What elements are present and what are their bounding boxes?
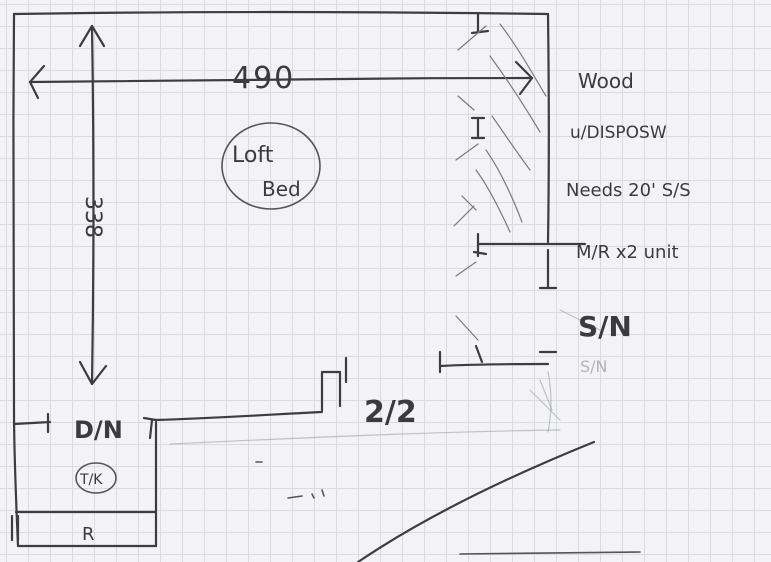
swing-5 xyxy=(455,315,479,341)
bottom-box-label: R xyxy=(82,524,95,545)
note-mr: M/R x2 unit xyxy=(576,242,679,263)
hatch-a xyxy=(499,23,547,97)
tk-circle xyxy=(75,462,117,494)
hatch-b xyxy=(489,55,541,133)
hatch-d xyxy=(485,149,523,223)
swing-3 xyxy=(453,205,475,227)
faint-line-4 xyxy=(559,309,601,331)
note-needs: Needs 20' S/S xyxy=(566,180,691,201)
lower-room-top-left xyxy=(12,412,52,434)
faint-line-2 xyxy=(547,371,552,433)
right-wall xyxy=(546,12,550,244)
width-arrow-left xyxy=(28,64,46,100)
smudge-mark xyxy=(287,489,325,499)
lower-room-top-right xyxy=(142,416,158,440)
height-arrow-bottom xyxy=(78,360,108,386)
door-dn-label: D/N xyxy=(74,416,123,444)
sn-label: S/N xyxy=(578,310,632,343)
width-label: 490 xyxy=(232,61,295,96)
note-u-dispose: u/DISPOSW xyxy=(570,123,667,143)
shelf-tick-1 xyxy=(470,116,486,140)
door-dn-circled-label: T/K xyxy=(79,472,103,488)
swing-7 xyxy=(461,195,477,211)
swing-6 xyxy=(457,95,475,111)
loft-bed-label-2: Bed xyxy=(262,177,301,201)
unit-line xyxy=(476,232,587,258)
stair-diagonal xyxy=(356,440,596,562)
faint-line-3 xyxy=(529,379,561,421)
door-22-jamb-right xyxy=(438,344,484,374)
width-arrow-right xyxy=(514,60,534,96)
width-dimension-line xyxy=(28,76,534,84)
hatch-e xyxy=(475,169,511,233)
sn-faint-label: S/N xyxy=(580,357,608,376)
top-door-tick xyxy=(470,12,490,35)
height-label: 338 xyxy=(80,196,105,238)
swing-4 xyxy=(455,261,477,277)
height-dimension-line xyxy=(90,24,95,386)
hatch-c xyxy=(491,115,531,171)
swing-2 xyxy=(455,143,479,161)
swing-1 xyxy=(457,25,487,51)
bottom-wall-right xyxy=(438,362,550,368)
door-22-jamb-left xyxy=(320,370,342,412)
note-wood: Wood xyxy=(578,69,634,93)
unit-tick xyxy=(472,250,488,256)
loft-bed-label-1: Loft xyxy=(232,143,274,168)
left-wall xyxy=(12,12,16,412)
stair-bottom-line xyxy=(459,551,641,555)
top-wall xyxy=(12,11,550,16)
bottom-wall-left xyxy=(154,410,324,422)
faint-line-1 xyxy=(169,429,561,445)
door-22-label: 2/2 xyxy=(364,395,417,430)
height-arrow-top xyxy=(78,24,106,48)
loft-bed-circle xyxy=(221,122,321,210)
bottom-box-left-mark xyxy=(10,514,20,542)
